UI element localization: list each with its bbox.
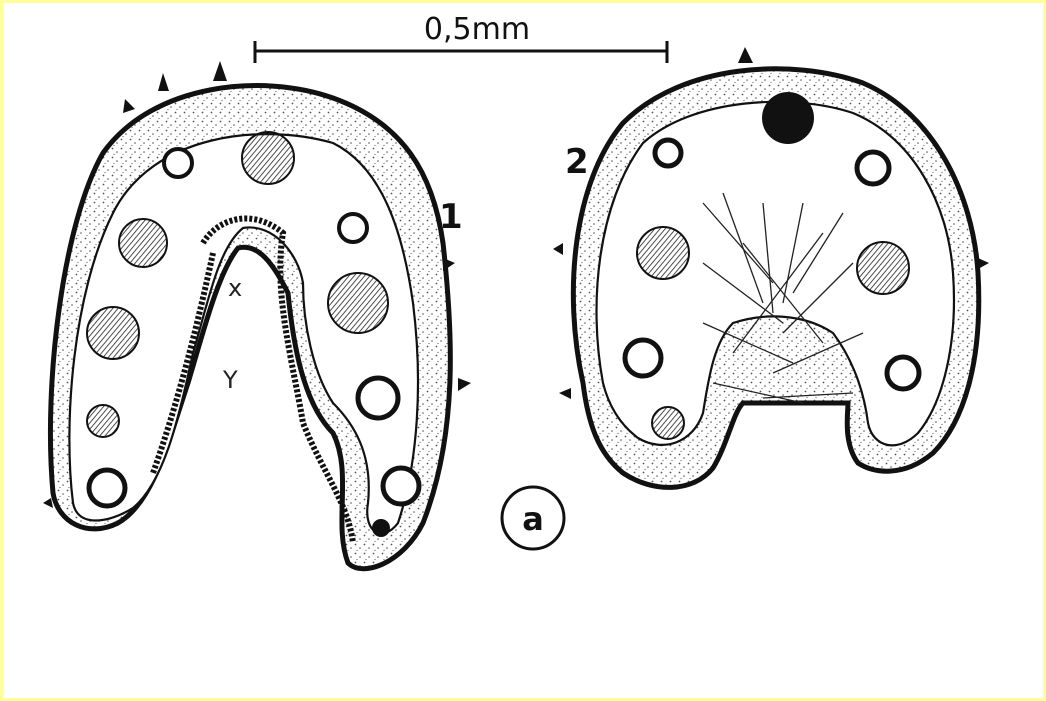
figure-svg: 0,5mm 1 <box>3 3 1043 698</box>
panel-label-text: a <box>522 500 544 538</box>
scale-bar: 0,5mm <box>255 12 667 63</box>
section-1-label-x: x <box>228 274 242 302</box>
section-2: 2 <box>553 47 989 487</box>
section-1: 1 x Y <box>43 61 471 569</box>
section-1-label-y: Y <box>222 366 238 394</box>
section-2-number: 2 <box>565 142 589 182</box>
section-1-number: 1 <box>439 197 463 237</box>
panel-label: a <box>502 487 564 549</box>
scale-bar-label: 0,5mm <box>424 12 530 47</box>
